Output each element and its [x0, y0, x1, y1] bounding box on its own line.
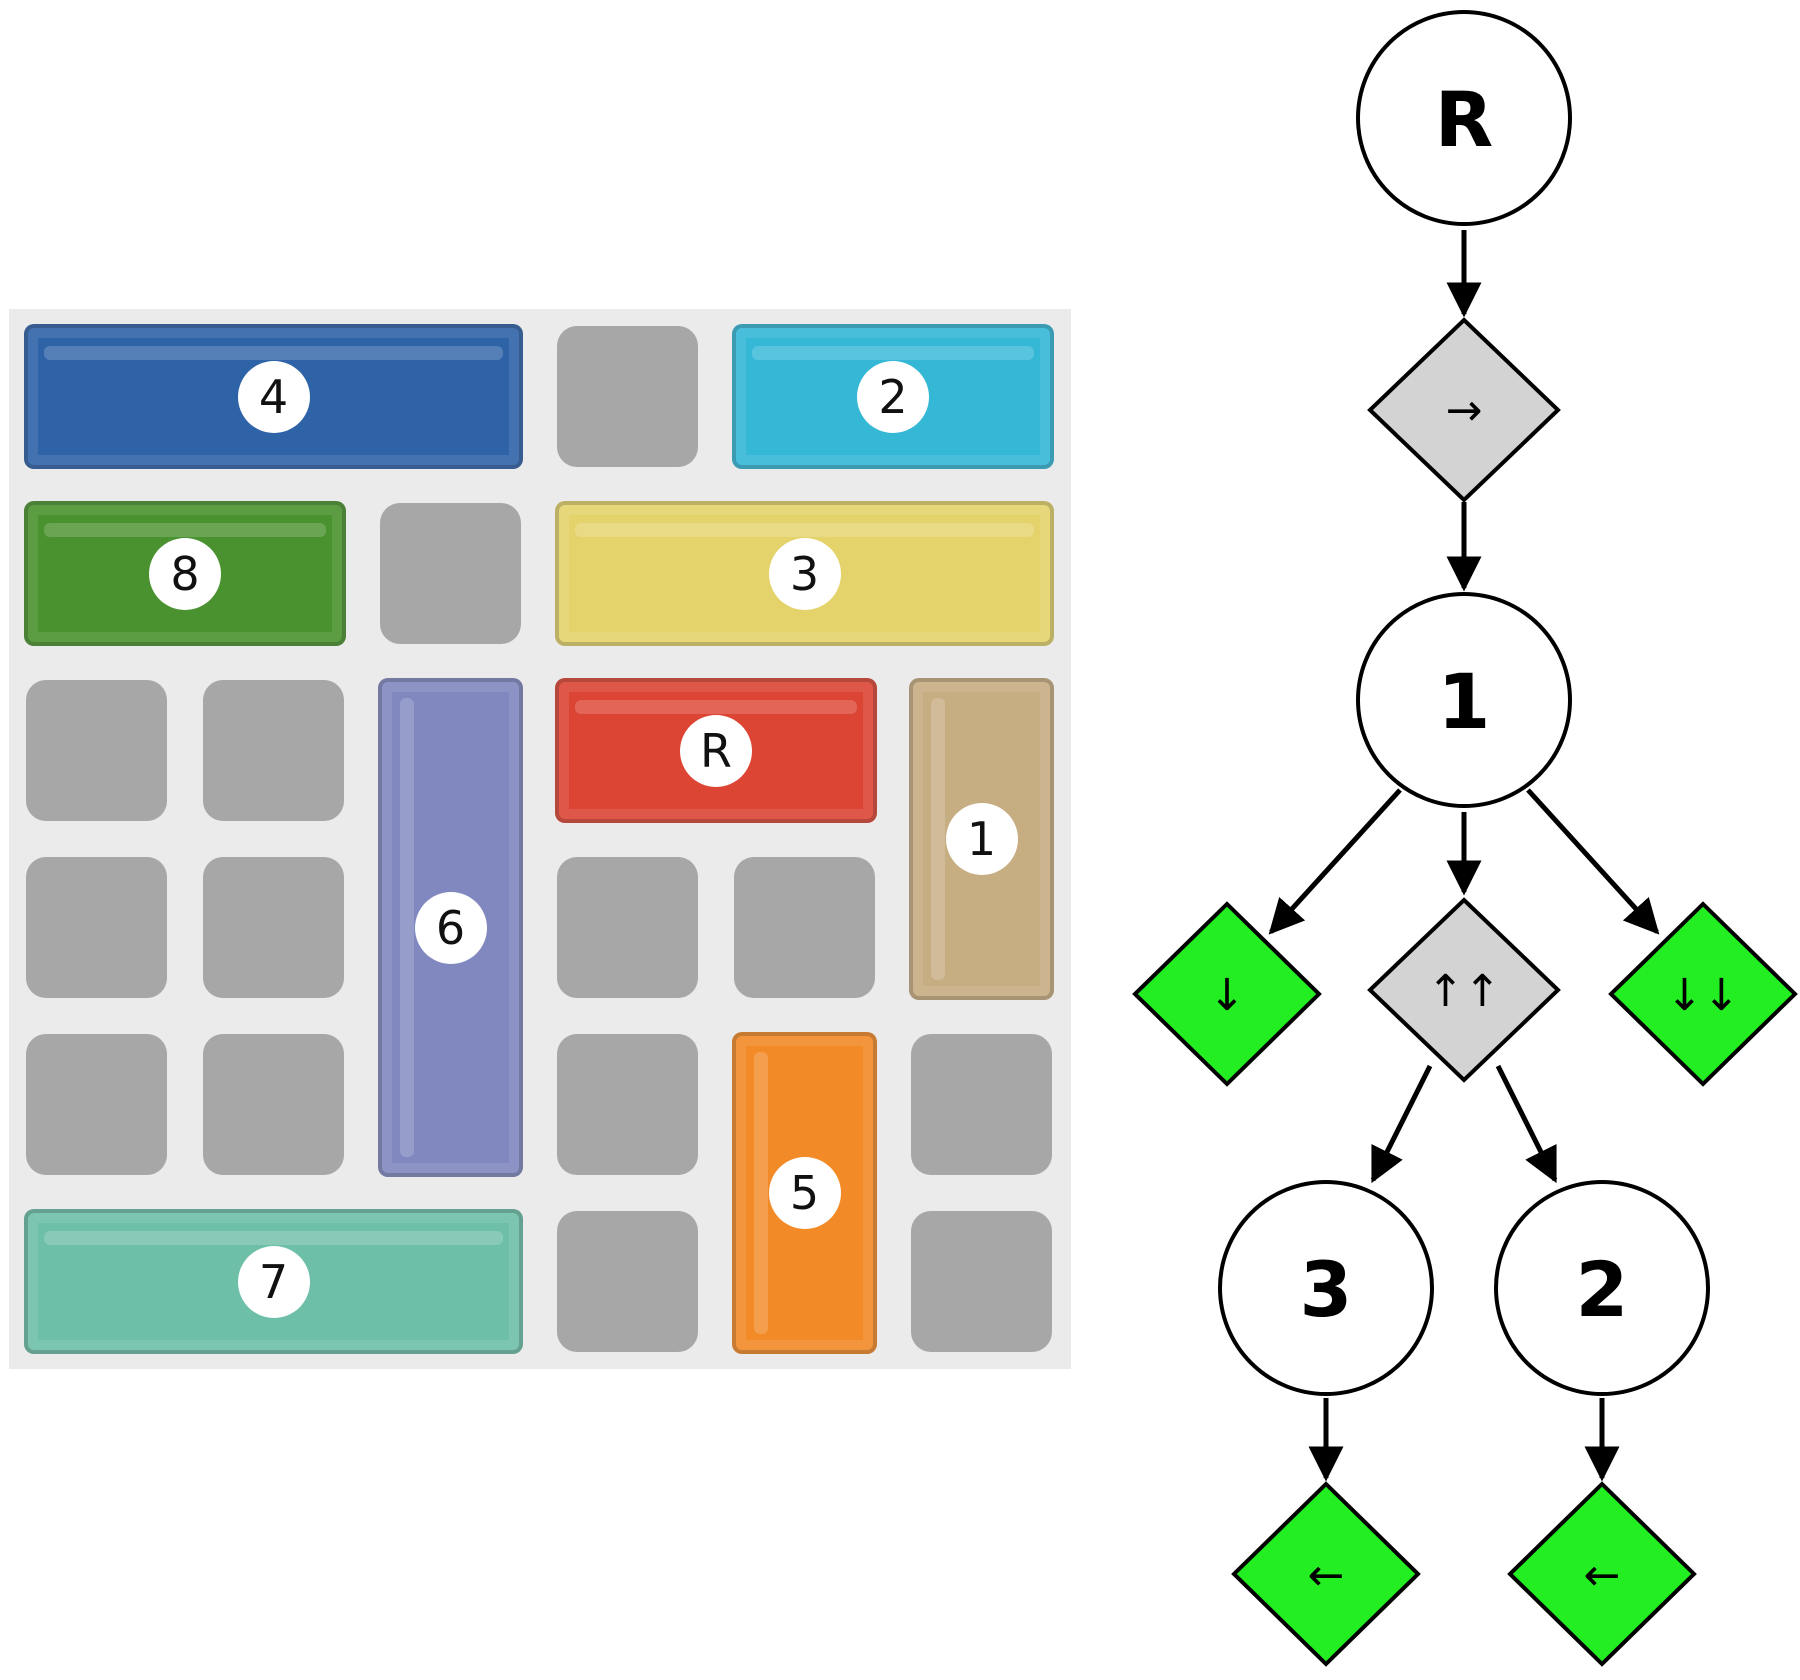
solution-tree: R 1 3 2 → ↓ ↑↑ ↓↓ ← ← [1132, 10, 1798, 1667]
car-highlight [754, 1052, 768, 1334]
action-right: → [1367, 317, 1561, 503]
car-label: 5 [768, 1157, 841, 1229]
car-label: 2 [857, 360, 929, 433]
empty-cell [203, 1034, 344, 1175]
node-1-label: 1 [1438, 657, 1491, 746]
node-3: 3 [1218, 1180, 1434, 1396]
node-2: 2 [1494, 1180, 1710, 1396]
empty-cell [911, 1034, 1052, 1175]
action-upup-label: ↑↑ [1427, 966, 1501, 1017]
car-label: R [680, 714, 752, 787]
action-down: ↓ [1132, 901, 1322, 1087]
car-highlight [44, 346, 503, 360]
action-upup: ↑↑ [1367, 897, 1561, 1083]
empty-cell [557, 326, 698, 467]
car-highlight [752, 346, 1034, 360]
car-r[interactable]: R [555, 678, 877, 823]
edge-1-down [1268, 788, 1402, 935]
action-downdown-label: ↓↓ [1666, 970, 1740, 1021]
car-3[interactable]: 3 [555, 501, 1054, 646]
car-2[interactable]: 2 [732, 324, 1054, 469]
car-label: 7 [237, 1245, 310, 1318]
action-left-2: ← [1507, 1481, 1697, 1667]
car-label: 8 [149, 537, 221, 610]
car-4[interactable]: 4 [24, 324, 523, 469]
empty-cell [26, 857, 167, 998]
empty-cell [734, 857, 875, 998]
car-7[interactable]: 7 [24, 1209, 523, 1354]
car-highlight [400, 698, 414, 1157]
car-5[interactable]: 5 [732, 1032, 877, 1354]
car-label: 1 [945, 803, 1018, 875]
edge-1-downdown [1526, 788, 1660, 935]
action-down-label: ↓ [1209, 970, 1246, 1021]
car-label: 3 [768, 537, 841, 610]
node-1: 1 [1356, 592, 1572, 808]
tree-edges [1268, 230, 1660, 1482]
empty-cell [203, 680, 344, 821]
car-label: 4 [237, 360, 310, 433]
car-highlight [575, 523, 1034, 537]
empty-cell [203, 857, 344, 998]
node-r-label: R [1435, 75, 1494, 164]
car-label: 6 [414, 891, 487, 964]
empty-cell [557, 1211, 698, 1352]
empty-cell [557, 857, 698, 998]
empty-cell [557, 1034, 698, 1175]
action-left-3: ← [1231, 1481, 1421, 1667]
node-3-label: 3 [1300, 1245, 1353, 1334]
empty-cell [380, 503, 521, 644]
action-right-label: → [1446, 385, 1483, 436]
car-highlight [44, 523, 326, 537]
empty-cell [26, 680, 167, 821]
car-highlight [44, 1231, 503, 1245]
car-8[interactable]: 8 [24, 501, 346, 646]
car-highlight [575, 700, 857, 714]
empty-cell [26, 1034, 167, 1175]
car-6[interactable]: 6 [378, 678, 523, 1177]
node-r: R [1356, 10, 1572, 226]
empty-cell [911, 1211, 1052, 1352]
action-left-3-label: ← [1308, 1550, 1345, 1601]
edge-upup-2 [1495, 1064, 1558, 1184]
edge-upup-3 [1370, 1064, 1433, 1184]
car-1[interactable]: 1 [909, 678, 1054, 1000]
node-2-label: 2 [1576, 1245, 1629, 1334]
action-left-2-label: ← [1584, 1550, 1621, 1601]
action-downdown: ↓↓ [1608, 901, 1798, 1087]
car-highlight [931, 698, 945, 980]
